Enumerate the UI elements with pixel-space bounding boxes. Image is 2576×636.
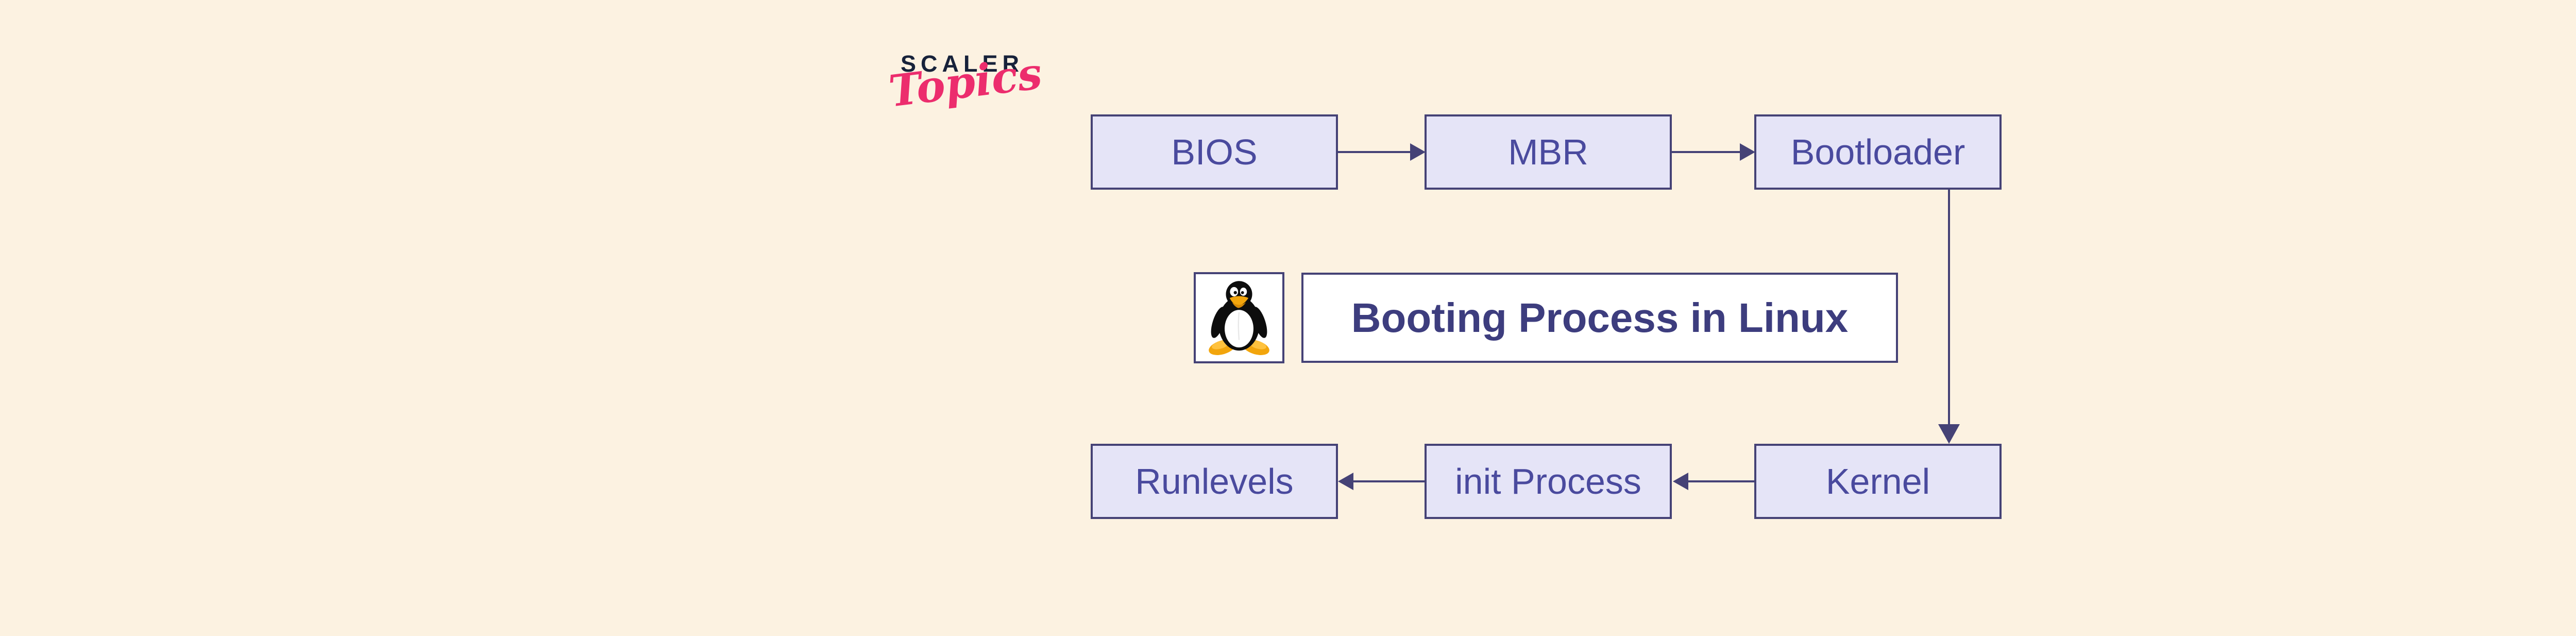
node-mbr-label: MBR (1508, 132, 1588, 172)
edge-kernel-to-init (1688, 480, 1754, 482)
arrowhead-right-icon (1740, 143, 1755, 161)
edge-bios-to-mbr (1338, 151, 1412, 153)
node-runlevels: Runlevels (1091, 444, 1338, 519)
node-init-process-label: init Process (1455, 461, 1641, 501)
node-mbr: MBR (1425, 114, 1672, 190)
scaler-topics-logo: SCALER Topics (886, 47, 1045, 137)
edge-mbr-to-bootloader (1672, 151, 1740, 153)
arrowhead-down-icon (1938, 424, 1960, 444)
node-bootloader: Bootloader (1754, 114, 2002, 190)
node-init-process: init Process (1425, 444, 1672, 519)
title-panel: Booting Process in Linux (1301, 273, 1898, 363)
arrowhead-left-icon (1338, 473, 1353, 490)
arrowhead-right-icon (1410, 143, 1426, 161)
node-runlevels-label: Runlevels (1135, 461, 1294, 501)
logo-brand-text: SCALER (901, 51, 1024, 77)
node-kernel-label: Kernel (1825, 461, 1930, 501)
arrowhead-left-icon (1673, 473, 1688, 490)
tux-panel (1194, 272, 1284, 363)
tux-penguin-icon (1209, 280, 1269, 355)
node-bootloader-label: Bootloader (1790, 132, 1965, 172)
node-bios-label: BIOS (1171, 132, 1258, 172)
edge-init-to-runlevels (1353, 480, 1425, 482)
node-bios: BIOS (1091, 114, 1338, 190)
diagram-title: Booting Process in Linux (1351, 294, 1849, 341)
node-kernel: Kernel (1754, 444, 2002, 519)
edge-bootloader-to-kernel (1948, 190, 1950, 425)
